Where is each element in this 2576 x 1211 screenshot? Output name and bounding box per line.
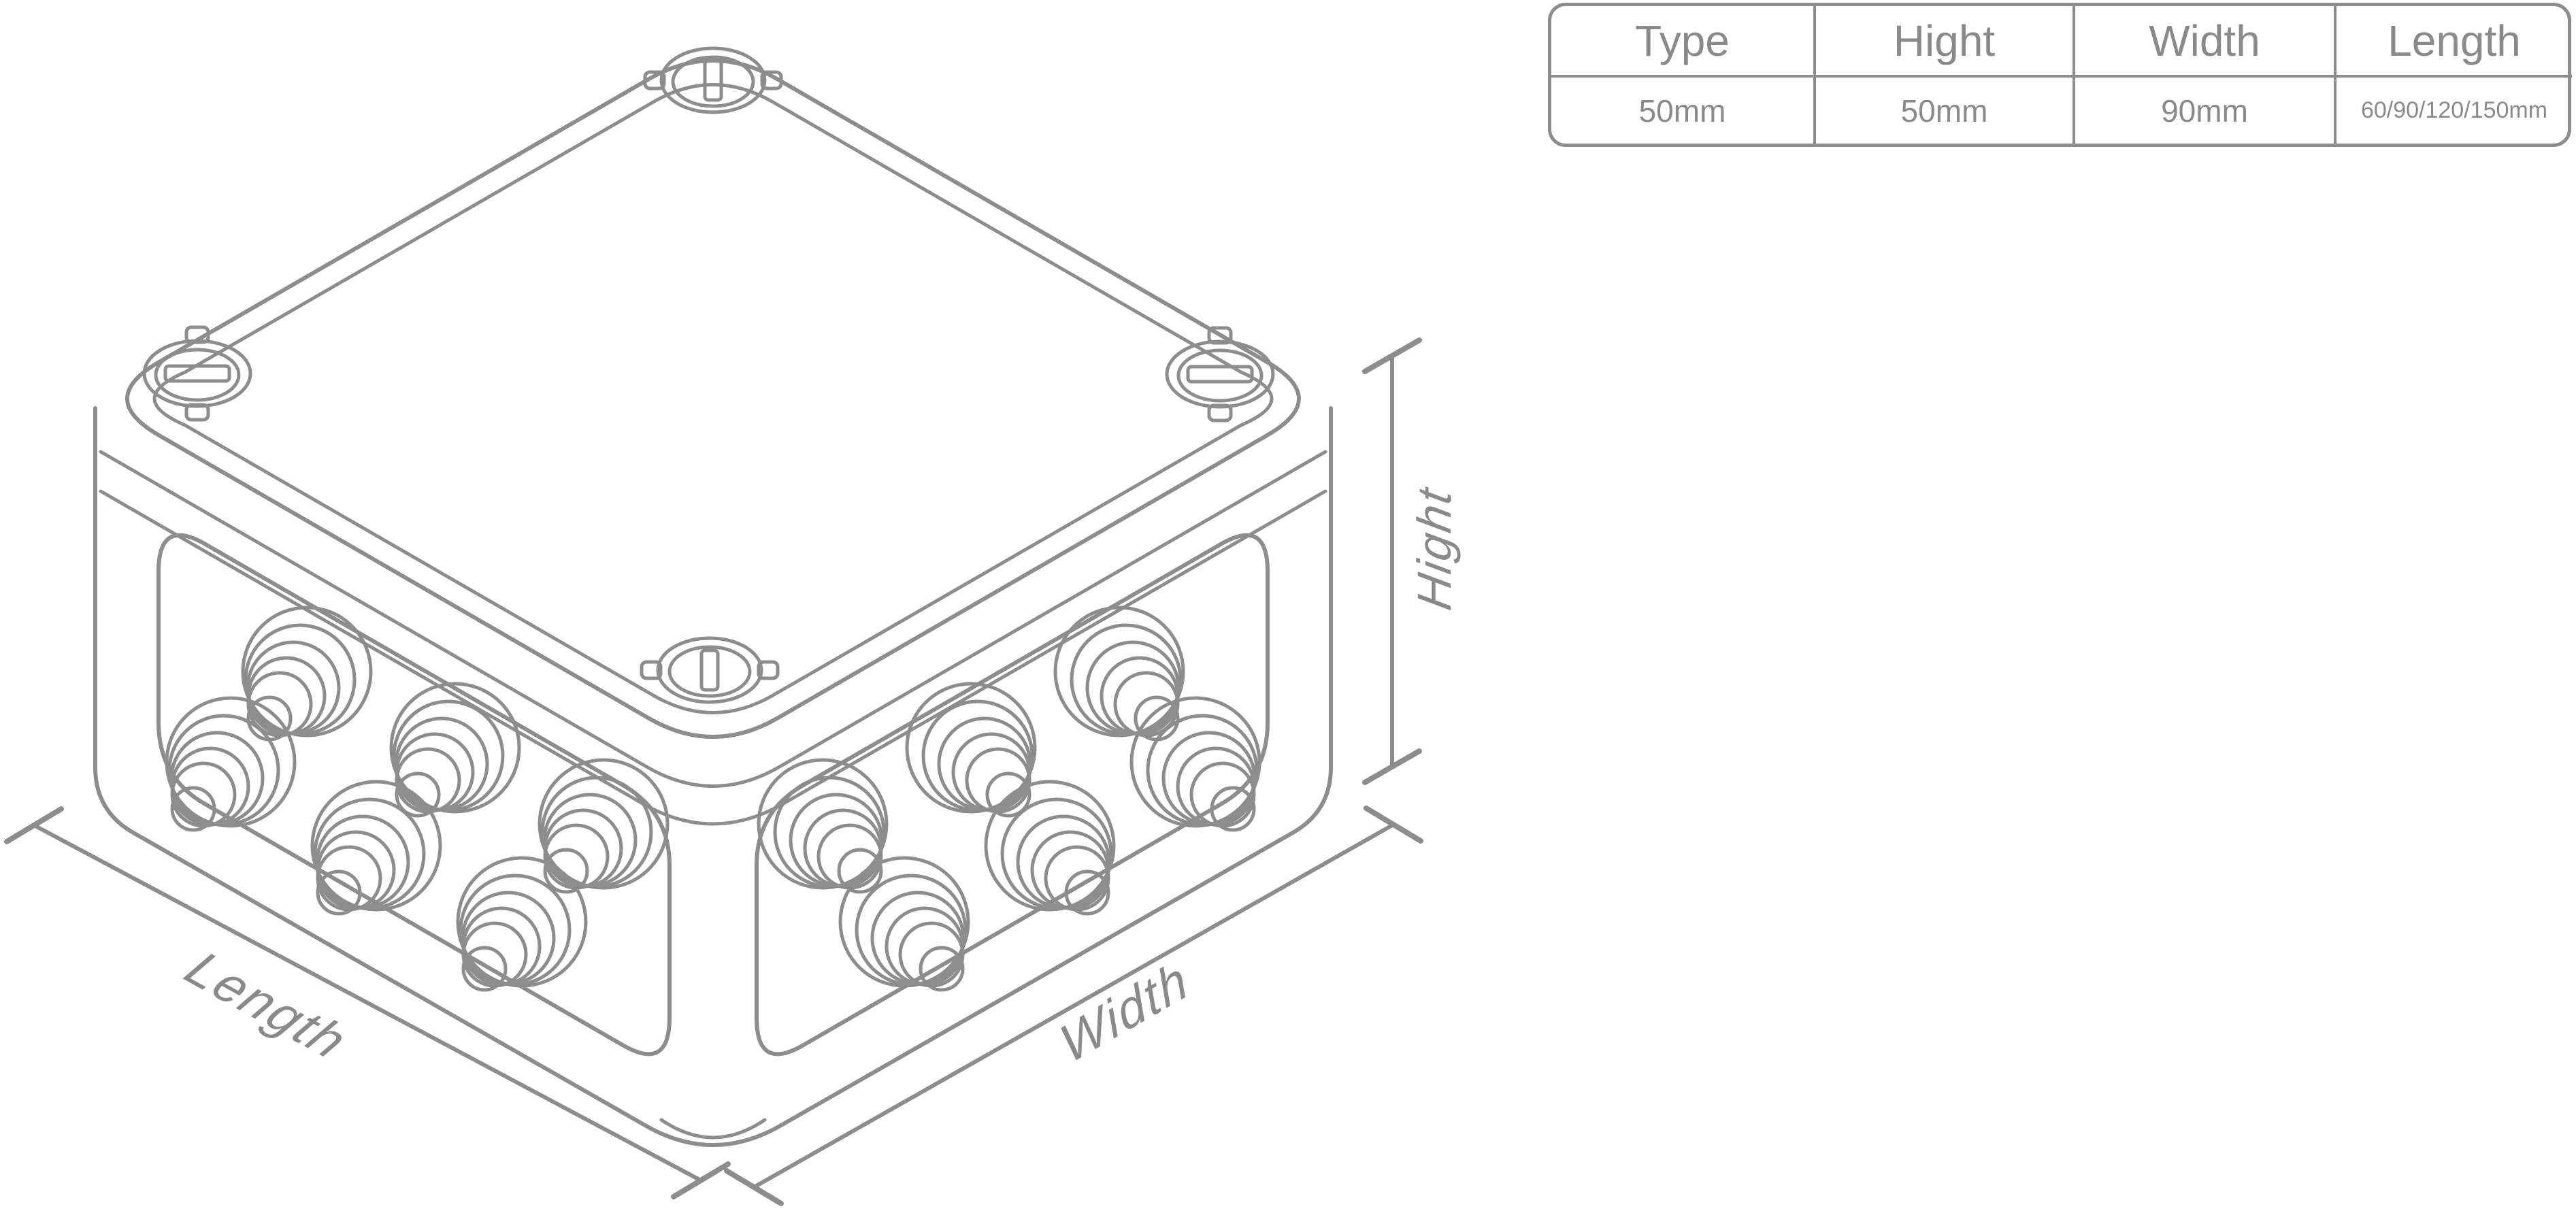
length-dimension: Length (4, 806, 731, 1199)
length-dimension-line (32, 823, 703, 1182)
body-silhouette (93, 406, 1333, 1147)
height-label: Hight (1407, 482, 1460, 614)
height-dimension: Hight (1362, 337, 1461, 785)
junction-box-drawing: Length Width Hight (4, 46, 1461, 1206)
length-tick-end (671, 1161, 731, 1199)
lid-screw-bottom (640, 636, 780, 704)
spec-col-length-header: Length (2334, 6, 2572, 75)
width-dimension: Width (724, 806, 1423, 1206)
lid-screw-right (1165, 326, 1275, 422)
lid-seam-upper (99, 450, 1327, 788)
lid-outer-edge (125, 59, 1301, 739)
right-face (755, 533, 1270, 1057)
width-tick-end (1364, 806, 1423, 844)
height-tick-top (1362, 337, 1422, 374)
right-face-panel (755, 533, 1270, 1057)
spec-value-type: 50mm (1551, 75, 1813, 144)
box-lid (125, 46, 1301, 739)
spec-value-hight: 50mm (1813, 75, 2073, 144)
spec-value-width: 90mm (2073, 75, 2334, 144)
left-face-panel (156, 533, 672, 1057)
height-tick-bottom (1362, 748, 1422, 785)
lid-screw-left (142, 325, 252, 422)
spec-table: Type Hight Width Length 50mm 50mm 90mm 6… (1548, 3, 2572, 147)
spec-col-type-header: Type (1635, 16, 1730, 65)
width-label: Width (1053, 949, 1196, 1075)
width-dimension-line (752, 823, 1396, 1189)
length-tick-start (4, 806, 64, 844)
spec-col-width-header: Width (2073, 6, 2334, 75)
width-tick-start (724, 1168, 784, 1206)
spec-value-length: 60/90/120/150mm (2334, 75, 2572, 144)
length-label: Length (174, 942, 360, 1069)
bottom-foot (659, 1118, 767, 1140)
left-face (156, 533, 672, 1057)
lid-inner-edge (152, 83, 1274, 714)
lid-screw-top (643, 46, 783, 114)
spec-col-hight-header: Hight (1813, 6, 2073, 75)
